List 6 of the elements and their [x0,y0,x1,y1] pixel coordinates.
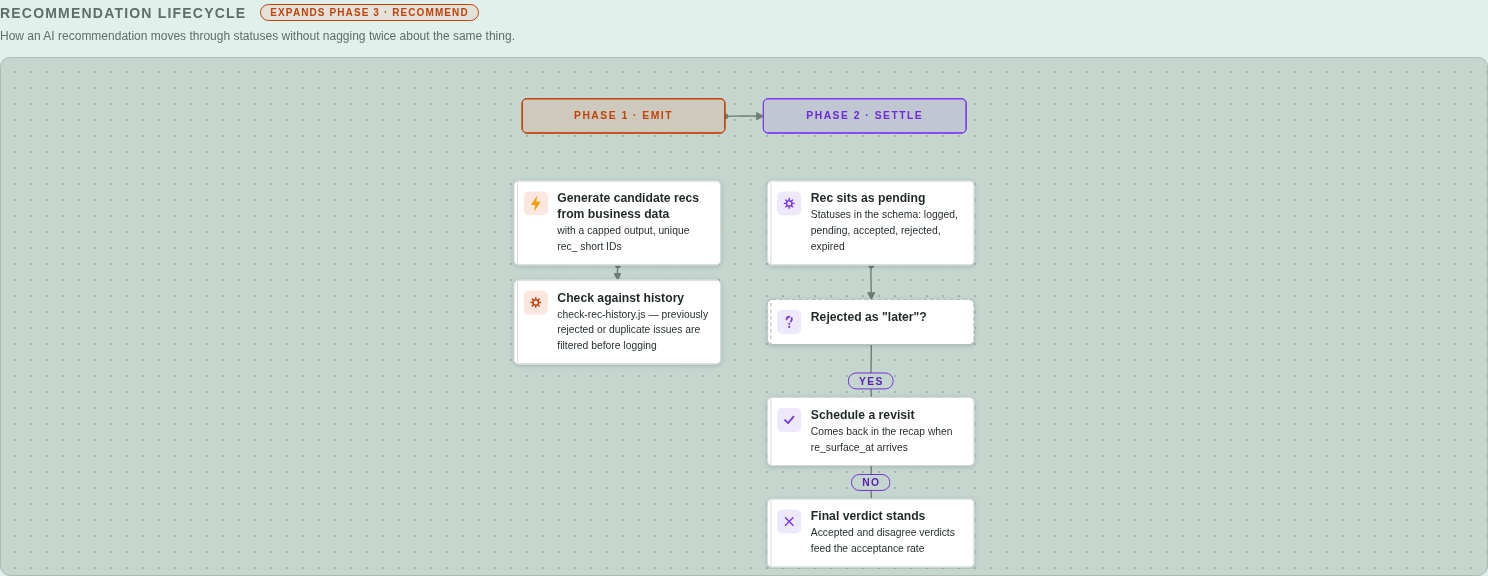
phase-tag: EXPANDS PHASE 3 · RECOMMEND [260,4,479,21]
diagram-title: RECOMMENDATION LIFECYCLE [0,4,247,21]
edge-label: NO [862,476,881,489]
subtitle: How an AI recommendation moves through statuses without nagging twice about the same thing. [0,29,515,43]
edge-label: YES [858,375,884,387]
diagram-panel: YES NO PHASE 1 · EMIT PHASE 2 · SETTLE Generate candidate recs from business data with a capped output, unique rec_ short IDs Check against history check-rec-history.js — previously rejected or duplicate issues are filtered before logging Rec sits as pending Statuses in the schema: logged, pending, accepted, rejected, expired Rejected as "later"? Schedule a revisit Comes back in the recap when re_surface_at arrives Final verdict stands Accepted and disagree verdicts feed the acceptance rate [0,57,1488,576]
